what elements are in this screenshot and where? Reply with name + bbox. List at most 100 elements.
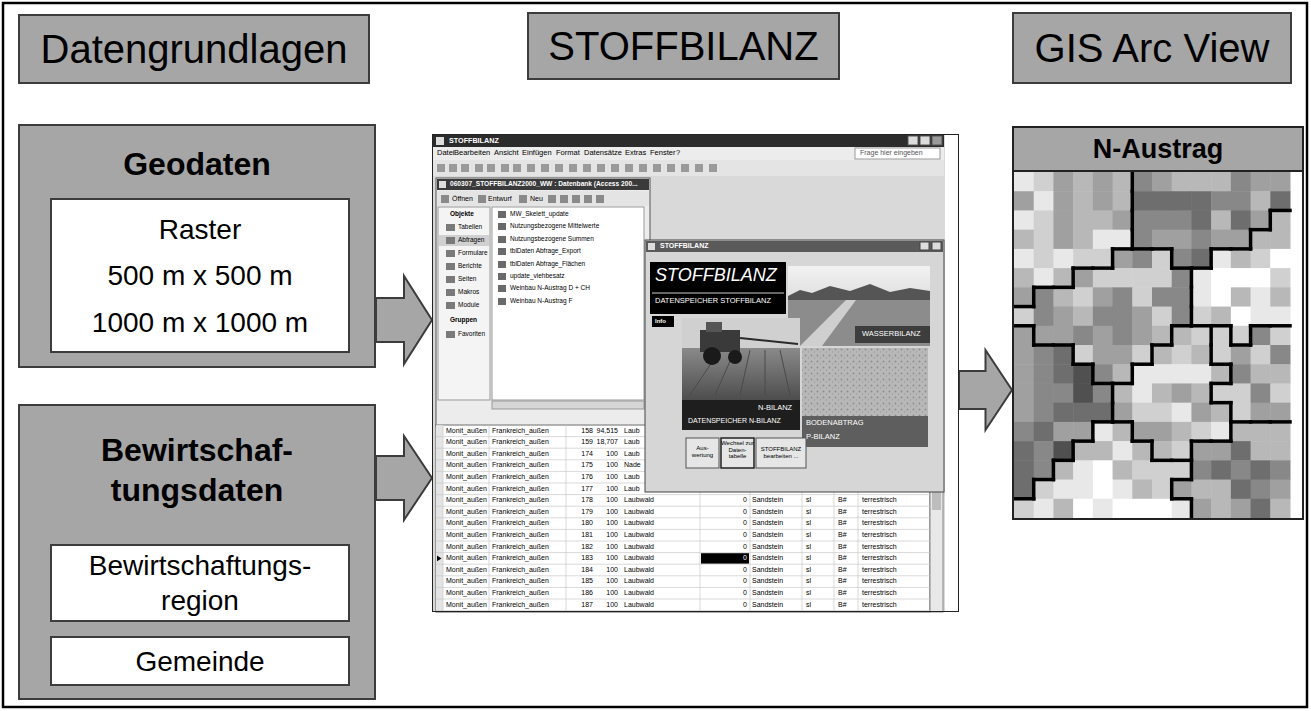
table-cell: 100 (588, 473, 618, 481)
table-cell: Frankreich_außen (492, 427, 549, 435)
table-cell: 100 (588, 554, 618, 562)
water-photo (788, 266, 930, 346)
table-cell: 183 (563, 554, 593, 562)
access-window (432, 134, 945, 612)
table-cell: 0 (717, 508, 747, 516)
query-name: Weinbau N-Austrag F (510, 297, 572, 304)
table-cell: Sandstein (752, 577, 783, 585)
object-category: Seiten (458, 275, 476, 282)
app-subtitle: DATENSPEICHER STOFFBILANZ (655, 297, 771, 306)
table-cell: Monit_außen (446, 508, 487, 516)
table-cell: sl (806, 589, 811, 597)
table-cell: B# (838, 566, 847, 574)
table-cell: sl (806, 496, 811, 504)
table-cell: Monit_außen (446, 473, 487, 481)
search-hint: Frage hier eingeben (860, 149, 923, 157)
form-button: STOFFBILANZ bearbeiten ... (756, 446, 806, 459)
table-cell: 174 (563, 450, 593, 458)
table-cell: 100 (588, 531, 618, 539)
table-cell: 100 (588, 508, 618, 516)
table-cell: 159 (563, 438, 593, 446)
table-cell: B# (838, 531, 847, 539)
table-cell: 100 (588, 543, 618, 551)
table-cell: Frankreich_außen (492, 461, 549, 469)
table-cell: B# (838, 519, 847, 527)
form-button: Aus- wertung (686, 445, 719, 458)
table-cell: 0 (717, 577, 747, 585)
table-cell: Laubwald (624, 496, 654, 504)
table-cell: 100 (588, 461, 618, 469)
table-cell: sl (806, 543, 811, 551)
erosion-photo (802, 348, 928, 447)
table-cell: Nade (624, 461, 641, 469)
table-cell: Laub (624, 485, 640, 493)
table-cell: B# (838, 577, 847, 585)
menu-item: Datei (437, 149, 455, 158)
window-title: STOFFBILANZ (660, 242, 708, 250)
table-cell: 0 (717, 589, 747, 597)
table-cell: Laubwald (624, 577, 654, 585)
box-label: STOFFBILANZ (548, 24, 818, 68)
photo-caption: N-BILANZ (758, 404, 792, 413)
box-label: Raster (159, 212, 241, 247)
toolbar-button: Neu (530, 195, 543, 203)
table-cell: 178 (563, 496, 593, 504)
table-cell: Sandstein (752, 601, 783, 609)
menu-item: Einfügen (522, 149, 552, 158)
table-cell: Laubwald (624, 601, 654, 609)
table-cell: 158 (563, 427, 593, 435)
object-category: Berichte (458, 262, 482, 269)
section-header: Datengrundlagen (18, 14, 370, 84)
table-cell: 184 (563, 566, 593, 574)
data-item-box: Gemeinde (50, 636, 350, 686)
table-cell: Sandstein (752, 566, 783, 574)
table-cell: 100 (588, 450, 618, 458)
window-title: 060307_STOFFBILANZ2000_WW : Datenbank (A… (450, 180, 638, 188)
block-arrow (376, 276, 432, 364)
table-cell: Frankreich_außen (492, 543, 549, 551)
table-cell: Sandstein (752, 508, 783, 516)
table-cell: sl (806, 519, 811, 527)
object-category: Objekte (450, 210, 474, 217)
menu-item: Fenster (650, 149, 675, 158)
menu-item: ? (676, 149, 680, 158)
table-cell: Monit_außen (446, 531, 487, 539)
object-category: Gruppen (450, 316, 477, 323)
object-category: Module (458, 301, 479, 308)
table-cell: Monit_außen (446, 577, 487, 585)
menu-item: Format (556, 149, 580, 158)
database-window (436, 178, 650, 426)
table-cell: Sandstein (752, 531, 783, 539)
table-cell: Frankreich_außen (492, 496, 549, 504)
table-cell: Monit_außen (446, 485, 487, 493)
box-label: N-Austrag (1014, 128, 1302, 172)
query-name: MW_Skelett_update (510, 210, 569, 217)
query-name: tblDaten Abfrage_Flächen (510, 260, 585, 267)
table-cell: 181 (563, 531, 593, 539)
table-cell: Monit_außen (446, 554, 487, 562)
box-label: 500 m x 500 m (107, 258, 292, 293)
table-cell: Frankreich_außen (492, 577, 549, 585)
software-window: STOFFBILANZ (432, 134, 959, 612)
table-cell: 0 (717, 519, 747, 527)
stoffbilanz-form (645, 240, 944, 492)
box-label: 1000 m x 1000 m (92, 305, 308, 340)
table-cell: terrestrisch (862, 577, 897, 585)
table-cell: Frankreich_außen (492, 566, 549, 574)
table-cell: Frankreich_außen (492, 438, 549, 446)
object-category: Tabellen (458, 223, 482, 230)
object-category: Favoriten (458, 330, 485, 337)
table-cell: Monit_außen (446, 566, 487, 574)
table-cell: terrestrisch (862, 519, 897, 527)
table-cell: terrestrisch (862, 566, 897, 574)
table-cell: sl (806, 577, 811, 585)
table-cell: 100 (588, 519, 618, 527)
query-name: update_viehbesatz (510, 272, 565, 279)
table-cell: 0 (717, 531, 747, 539)
block-arrow (376, 436, 432, 520)
fertilizer-photo (682, 318, 800, 430)
query-name: tblDaten Abfrage_Export (510, 247, 581, 254)
section-header: GIS Arc View (1012, 12, 1292, 84)
toolbar-button: Öffnen (452, 195, 473, 203)
table-cell: Frankreich_außen (492, 519, 549, 527)
